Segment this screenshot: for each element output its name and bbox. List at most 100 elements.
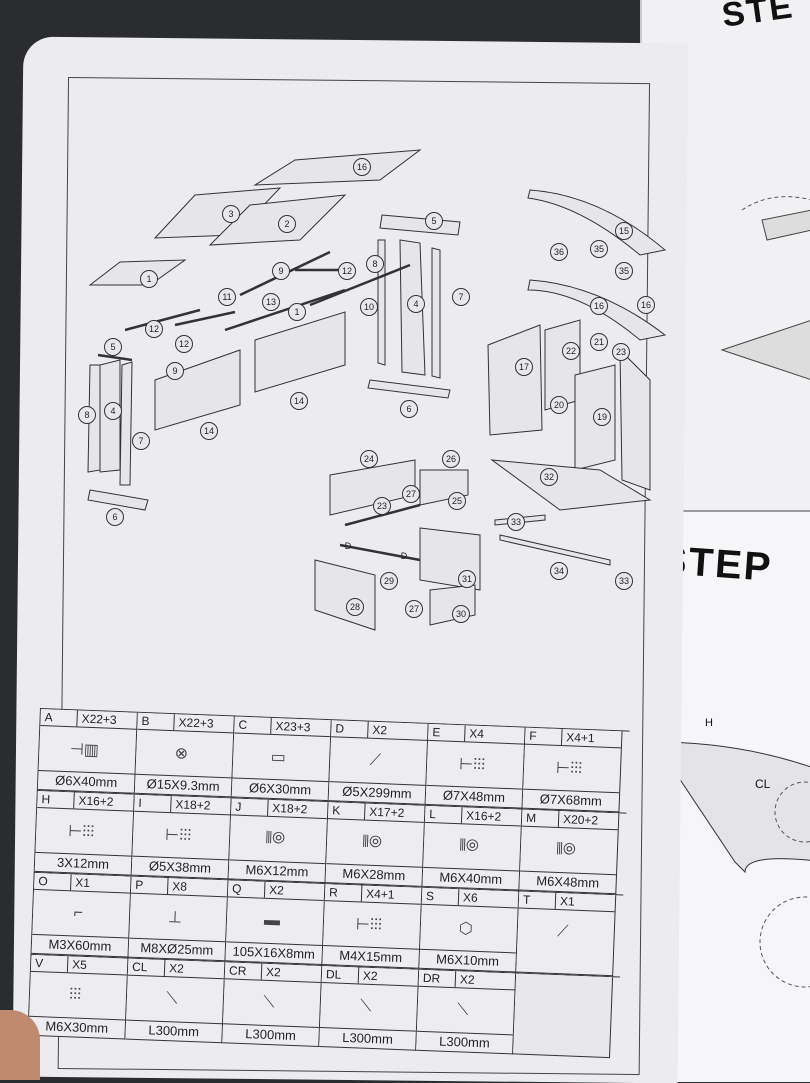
bolt-icon: ⫴⦾ xyxy=(265,829,286,848)
cam-bolt-icon: ⊣▥ xyxy=(69,741,100,760)
part-qty: X1 xyxy=(75,875,91,891)
part-label: 33 xyxy=(507,513,525,531)
part-qty: X23+3 xyxy=(275,719,311,735)
part-label: 9 xyxy=(272,262,290,280)
part-size: Ø7X68mm xyxy=(522,788,620,812)
part-label: 5 xyxy=(104,338,122,356)
screw-icon: ⊢⫶⫶⫶ xyxy=(355,916,383,935)
part-label: 19 xyxy=(593,408,611,426)
drawer-front-28 xyxy=(314,559,376,631)
screw-icon: ⊢⫶⫶⫶ xyxy=(458,756,486,775)
threaded-rod-icon: ⫶⫶⫶ xyxy=(68,986,82,1004)
part-size: M6X48mm xyxy=(519,870,617,894)
part-size: M4X15mm xyxy=(322,945,420,968)
callout-h: H xyxy=(705,717,713,729)
part-key: R xyxy=(324,884,363,902)
part-label: 12 xyxy=(145,320,163,338)
part-label: 23 xyxy=(373,497,391,515)
rail-5 xyxy=(379,214,461,236)
part-label: 32 xyxy=(540,468,558,486)
panel-side xyxy=(619,348,651,491)
part-qty: X4+1 xyxy=(565,730,595,746)
part-size: M6X40mm xyxy=(422,866,520,890)
part-label: 35 xyxy=(590,240,608,258)
part-key: C xyxy=(234,716,272,734)
part-qty: X5 xyxy=(71,957,88,972)
part-label: 27 xyxy=(405,600,423,618)
part-label: 27 xyxy=(402,485,420,503)
part-label: 8 xyxy=(366,255,384,273)
rail-6 xyxy=(367,379,451,399)
part-key: S xyxy=(421,887,460,906)
part-key: Q xyxy=(227,880,266,898)
panel-2 xyxy=(208,194,347,246)
rail-icon: ⟍ xyxy=(262,993,275,1012)
part-label: 16 xyxy=(353,158,371,176)
part-key: CL xyxy=(127,958,166,976)
part-label: 24 xyxy=(360,450,378,468)
part-label: 20 xyxy=(550,396,568,414)
part-size: L300mm xyxy=(222,1023,319,1046)
part-key: T xyxy=(518,891,557,909)
nut-icon: ⬡ xyxy=(458,920,474,938)
part-key: O xyxy=(34,872,72,891)
part-qty: X22+3 xyxy=(178,715,214,731)
part-size: M3X60mm xyxy=(31,933,129,957)
part-key: P xyxy=(130,876,169,895)
part-label: 14 xyxy=(200,422,218,440)
wrench-icon: ⟋ xyxy=(556,923,569,941)
part-qty: X16+2 xyxy=(78,793,114,809)
part-key: H xyxy=(37,790,75,809)
part-key: J xyxy=(231,798,269,816)
part-size: Ø6X40mm xyxy=(37,769,135,793)
part-size: L300mm xyxy=(319,1026,416,1050)
part-label: 8 xyxy=(78,406,96,424)
part-qty: X17+2 xyxy=(368,804,405,821)
part-key: D xyxy=(331,720,369,738)
part-label: 31 xyxy=(458,570,476,588)
part-key: B xyxy=(137,712,175,731)
part-label: 29 xyxy=(380,572,398,590)
screw-icon: ⊢⫶⫶⫶ xyxy=(67,823,95,842)
shelf-16 xyxy=(527,279,667,341)
part-key: M xyxy=(521,809,560,828)
part-label: 16 xyxy=(590,297,608,315)
part-qty: X2 xyxy=(268,882,285,898)
part-key: A xyxy=(40,709,78,727)
part-label: 33 xyxy=(615,572,633,590)
part-qty: X1 xyxy=(559,894,575,909)
rail-icon: ⟍ xyxy=(456,1001,469,1019)
shelf-15 xyxy=(527,189,667,256)
rail-7b xyxy=(119,361,133,486)
part-label: 7 xyxy=(132,432,150,450)
hardware-cell xyxy=(513,973,614,1059)
part-qty: X6 xyxy=(462,890,478,905)
part-size: M8XØ25mm xyxy=(128,937,226,961)
rail-6b xyxy=(87,489,149,511)
part-qty: X2 xyxy=(362,968,378,984)
part-qty: X18+2 xyxy=(175,797,211,813)
part-label: 25 xyxy=(448,492,466,510)
screw-icon: ⊢⫶⫶⫶ xyxy=(164,826,192,845)
part-qty: X8 xyxy=(171,879,188,894)
step-illustration xyxy=(720,196,810,380)
part-key: E xyxy=(428,723,466,742)
part-size: Ø15X9.3mm xyxy=(134,773,232,797)
part-qty: X2 xyxy=(265,964,281,980)
part-qty: X22+3 xyxy=(81,711,117,727)
part-label: 21 xyxy=(590,333,608,351)
part-label: D xyxy=(344,541,352,551)
part-label: 3 xyxy=(222,205,240,223)
